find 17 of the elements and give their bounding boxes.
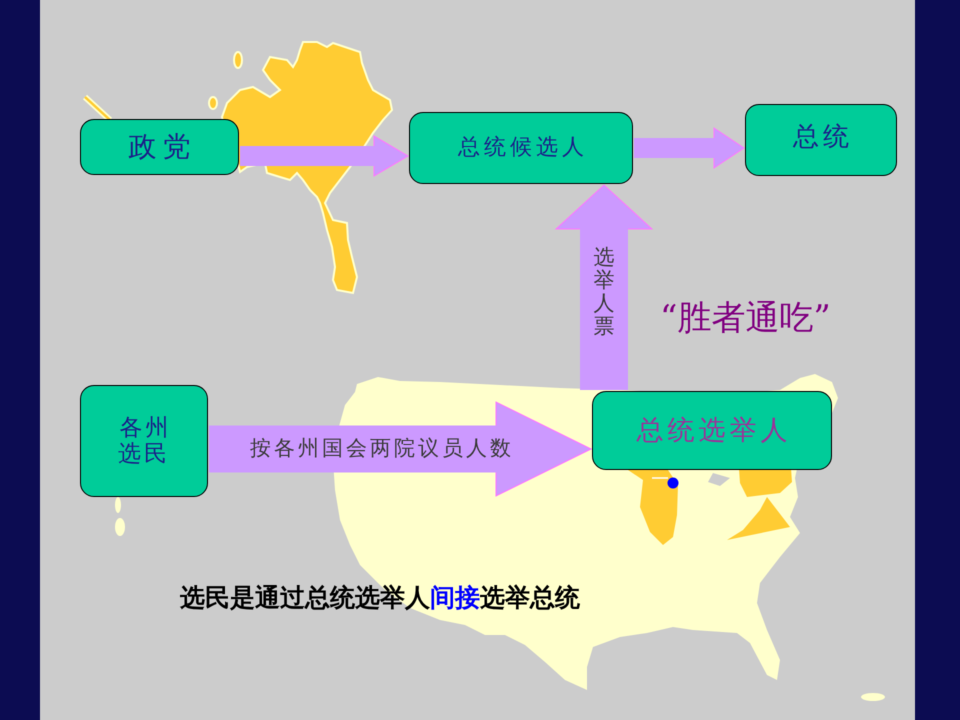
block-arrow (634, 128, 744, 168)
process-box (592, 391, 832, 470)
node-label: 政党 (128, 130, 196, 164)
edge-label: 按各州国会两院议员人数 (250, 436, 514, 462)
process-box (80, 119, 239, 175)
summary-sentence: 选民是通过总统选举人间接选举总统 (180, 583, 580, 613)
node-label: 总统候选人 (457, 135, 588, 161)
edge-label: 选举人票 (593, 246, 615, 338)
block-arrow (240, 136, 408, 176)
process-box (80, 385, 208, 497)
node-label: 总统选举人 (635, 414, 792, 446)
slogan-text: “胜者通吃” (660, 298, 831, 339)
node-label: 总统 (792, 123, 853, 153)
node-label: 各州选民 (117, 414, 172, 468)
block-arrow (209, 402, 592, 496)
process-box (745, 104, 897, 176)
process-box (409, 112, 633, 184)
